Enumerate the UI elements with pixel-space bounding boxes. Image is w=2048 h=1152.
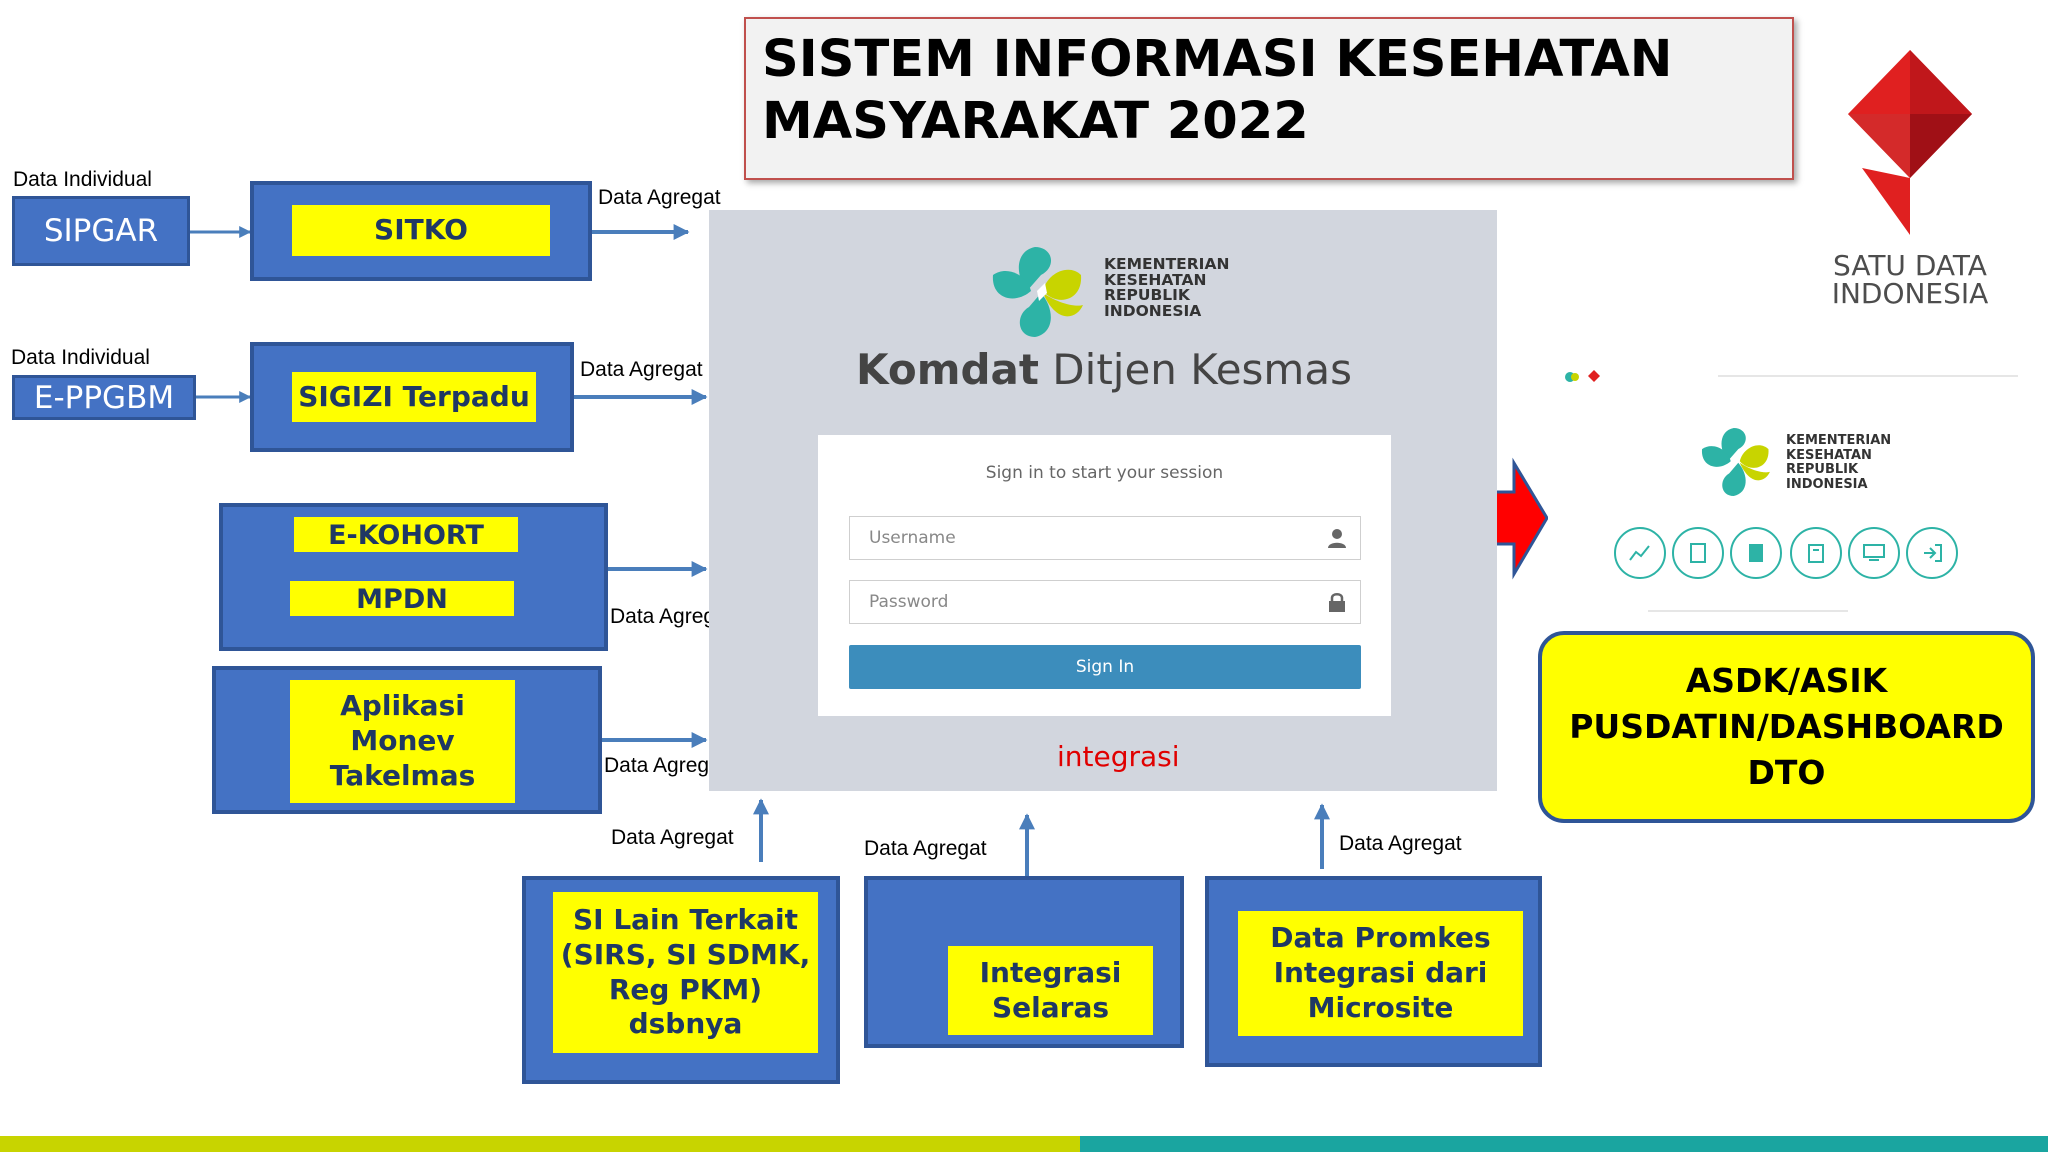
password-input[interactable]: Password — [849, 580, 1361, 624]
lock-icon — [1329, 593, 1345, 612]
document-icon[interactable] — [1730, 527, 1782, 579]
thumb-org-line: KEMENTERIAN — [1786, 433, 1892, 448]
satu-data-wordmark: SATU DATA INDONESIA — [1812, 252, 2008, 308]
kemenkes-org-line: INDONESIA — [1104, 301, 1202, 320]
chart-icon[interactable] — [1614, 527, 1666, 579]
app-ekohort-mpdn-box: E-KOHORT MPDN — [219, 503, 608, 651]
app-si-lain-box: SI Lain Terkait (SIRS, SI SDMK, Reg PKM)… — [522, 876, 840, 1084]
satu-data-line-1: SATU DATA — [1833, 249, 1987, 282]
kemenkes-logo-icon — [992, 247, 1083, 337]
password-placeholder: Password — [869, 592, 949, 612]
username-placeholder: Username — [869, 528, 956, 548]
label-data-individual-1: Data Individual — [13, 168, 152, 191]
output-line-1: ASDK/ASIK — [1685, 661, 1888, 700]
monitor-icon[interactable] — [1848, 527, 1900, 579]
thumb-org-line: INDONESIA — [1786, 476, 1868, 492]
app-mpdn-label: MPDN — [290, 581, 514, 616]
page-title-line-1: SISTEM INFORMASI KESEHATAN — [762, 30, 1673, 89]
label-data-agregat-1: Data Agregat — [598, 186, 721, 209]
building-icon[interactable] — [1790, 527, 1842, 579]
satu-data-line-2: INDONESIA — [1831, 277, 1989, 310]
satu-data-logo-icon — [1848, 50, 1972, 235]
label-data-agregat-5: Data Agregat — [611, 826, 734, 849]
login-card: Sign in to start your session Username P… — [818, 435, 1391, 716]
app-ekohort-label: E-KOHORT — [294, 517, 518, 552]
kemenkes-org-line: REPUBLIK — [1104, 286, 1190, 304]
komdat-title-bold: Komdat — [856, 345, 1039, 394]
pdf-icon[interactable] — [1672, 527, 1724, 579]
page-title-line-2: MASYARAKAT 2022 — [762, 92, 1309, 151]
label-data-agregat-2: Data Agregat — [580, 358, 703, 381]
app-monev-label: Aplikasi Monev Takelmas — [290, 680, 515, 803]
thumb-org-line: REPUBLIK — [1786, 462, 1859, 477]
komdat-app-title: Komdat Ditjen Kesmas — [844, 345, 1364, 394]
integrasi-label: integrasi — [1057, 740, 1180, 773]
app-promkes-label: Data Promkes Integrasi dari Microsite — [1238, 911, 1523, 1036]
login-icon[interactable] — [1906, 527, 1958, 579]
website-thumbnail: KEMENTERIAN KESEHATAN REPUBLIK INDONESIA — [1548, 360, 2028, 625]
app-sigizi-label: SIGIZI Terpadu — [292, 372, 536, 422]
source-eppgbm: E-PPGBM — [12, 375, 196, 420]
user-icon — [1328, 529, 1346, 548]
footer-bar-green — [0, 1136, 1080, 1152]
login-box-message: Sign in to start your session — [985, 463, 1224, 483]
output-line-3: DTO — [1747, 753, 1826, 792]
label-data-agregat-7: Data Agregat — [1339, 832, 1462, 855]
kemenkes-org-line: KESEHATAN — [1104, 270, 1207, 289]
source-sipgar: SIPGAR — [12, 196, 190, 266]
app-integrasi-selaras-label: Integrasi Selaras — [948, 946, 1153, 1035]
app-sitko-label: SITKO — [292, 205, 550, 256]
komdat-title-rest: Ditjen Kesmas — [1038, 345, 1352, 394]
thumb-logos — [1564, 368, 1604, 386]
label-data-agregat-4: Data Agregat — [604, 754, 727, 777]
app-integrasi-selaras-box: Integrasi Selaras — [864, 876, 1184, 1048]
thumb-kemenkes-icon — [1565, 370, 1600, 382]
app-sitko-box: SITKO — [250, 181, 592, 281]
thumb-kemenkes-name: KEMENTERIAN KESEHATAN REPUBLIK INDONESIA — [1786, 433, 1892, 492]
page-title-box: SISTEM INFORMASI KESEHATAN MASYARAKAT 20… — [744, 17, 1794, 180]
label-data-agregat-3: Data Agregat — [610, 605, 733, 628]
thumb-nav-line — [1718, 375, 2018, 377]
label-data-individual-2: Data Individual — [11, 346, 150, 369]
app-promkes-box: Data Promkes Integrasi dari Microsite — [1205, 876, 1542, 1067]
app-monev-box: Aplikasi Monev Takelmas — [212, 666, 602, 814]
output-line-2: PUSDATIN/DASHBOARD — [1569, 707, 2004, 746]
thumb-kemenkes-logo-icon — [1701, 428, 1770, 496]
kemenkes-org-name: KEMENTERIAN KESEHATAN REPUBLIK INDONESIA — [1104, 255, 1230, 320]
kemenkes-org-line: KEMENTERIAN — [1104, 255, 1230, 273]
app-sigizi-box: SIGIZI Terpadu — [250, 342, 574, 452]
footer-bar-teal — [1080, 1136, 2048, 1152]
sign-in-button[interactable]: Sign In — [849, 645, 1361, 689]
thumb-footer-line — [1648, 610, 1848, 612]
app-si-lain-label: SI Lain Terkait (SIRS, SI SDMK, Reg PKM)… — [553, 892, 818, 1053]
thumb-org-line: KESEHATAN — [1786, 447, 1872, 463]
username-input[interactable]: Username — [849, 516, 1361, 560]
output-asdk-box: ASDK/ASIK PUSDATIN/DASHBOARD DTO — [1538, 631, 2035, 823]
label-data-agregat-6: Data Agregat — [864, 837, 987, 860]
